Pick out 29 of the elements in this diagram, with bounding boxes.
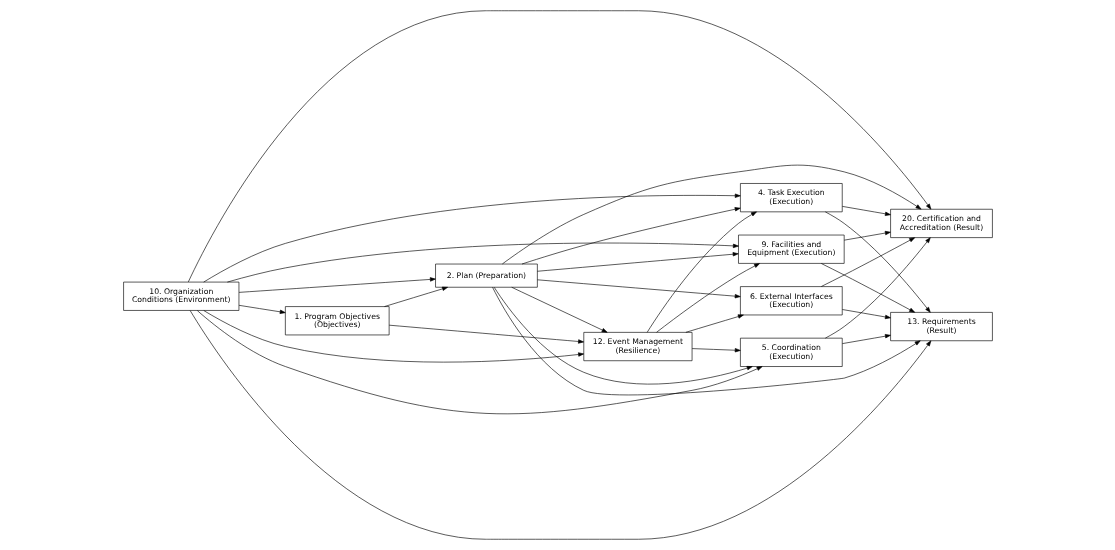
arrow (646, 211, 757, 333)
arrow (843, 230, 891, 241)
arrow (383, 286, 448, 307)
arrow (691, 348, 741, 353)
arrow (189, 310, 931, 540)
arrow (202, 193, 741, 283)
arrow (536, 279, 741, 299)
arrow (824, 237, 931, 339)
arrow (824, 211, 931, 313)
arrow (388, 324, 584, 344)
arrow (820, 263, 915, 313)
arrow (841, 334, 891, 344)
arrow (820, 237, 915, 287)
arrow (536, 252, 739, 272)
arrow (238, 277, 436, 293)
arrow (510, 286, 608, 333)
arrow (203, 310, 584, 363)
arrow (841, 309, 891, 320)
arrow (226, 242, 739, 283)
arrow (187, 10, 931, 283)
arrow (491, 286, 921, 396)
arrow (493, 287, 753, 385)
arrow (685, 314, 744, 333)
arrow (196, 310, 762, 415)
arrow (655, 263, 760, 333)
arrow (238, 305, 286, 314)
arrow (501, 164, 921, 265)
arrow (841, 206, 891, 216)
arrow (521, 207, 741, 265)
